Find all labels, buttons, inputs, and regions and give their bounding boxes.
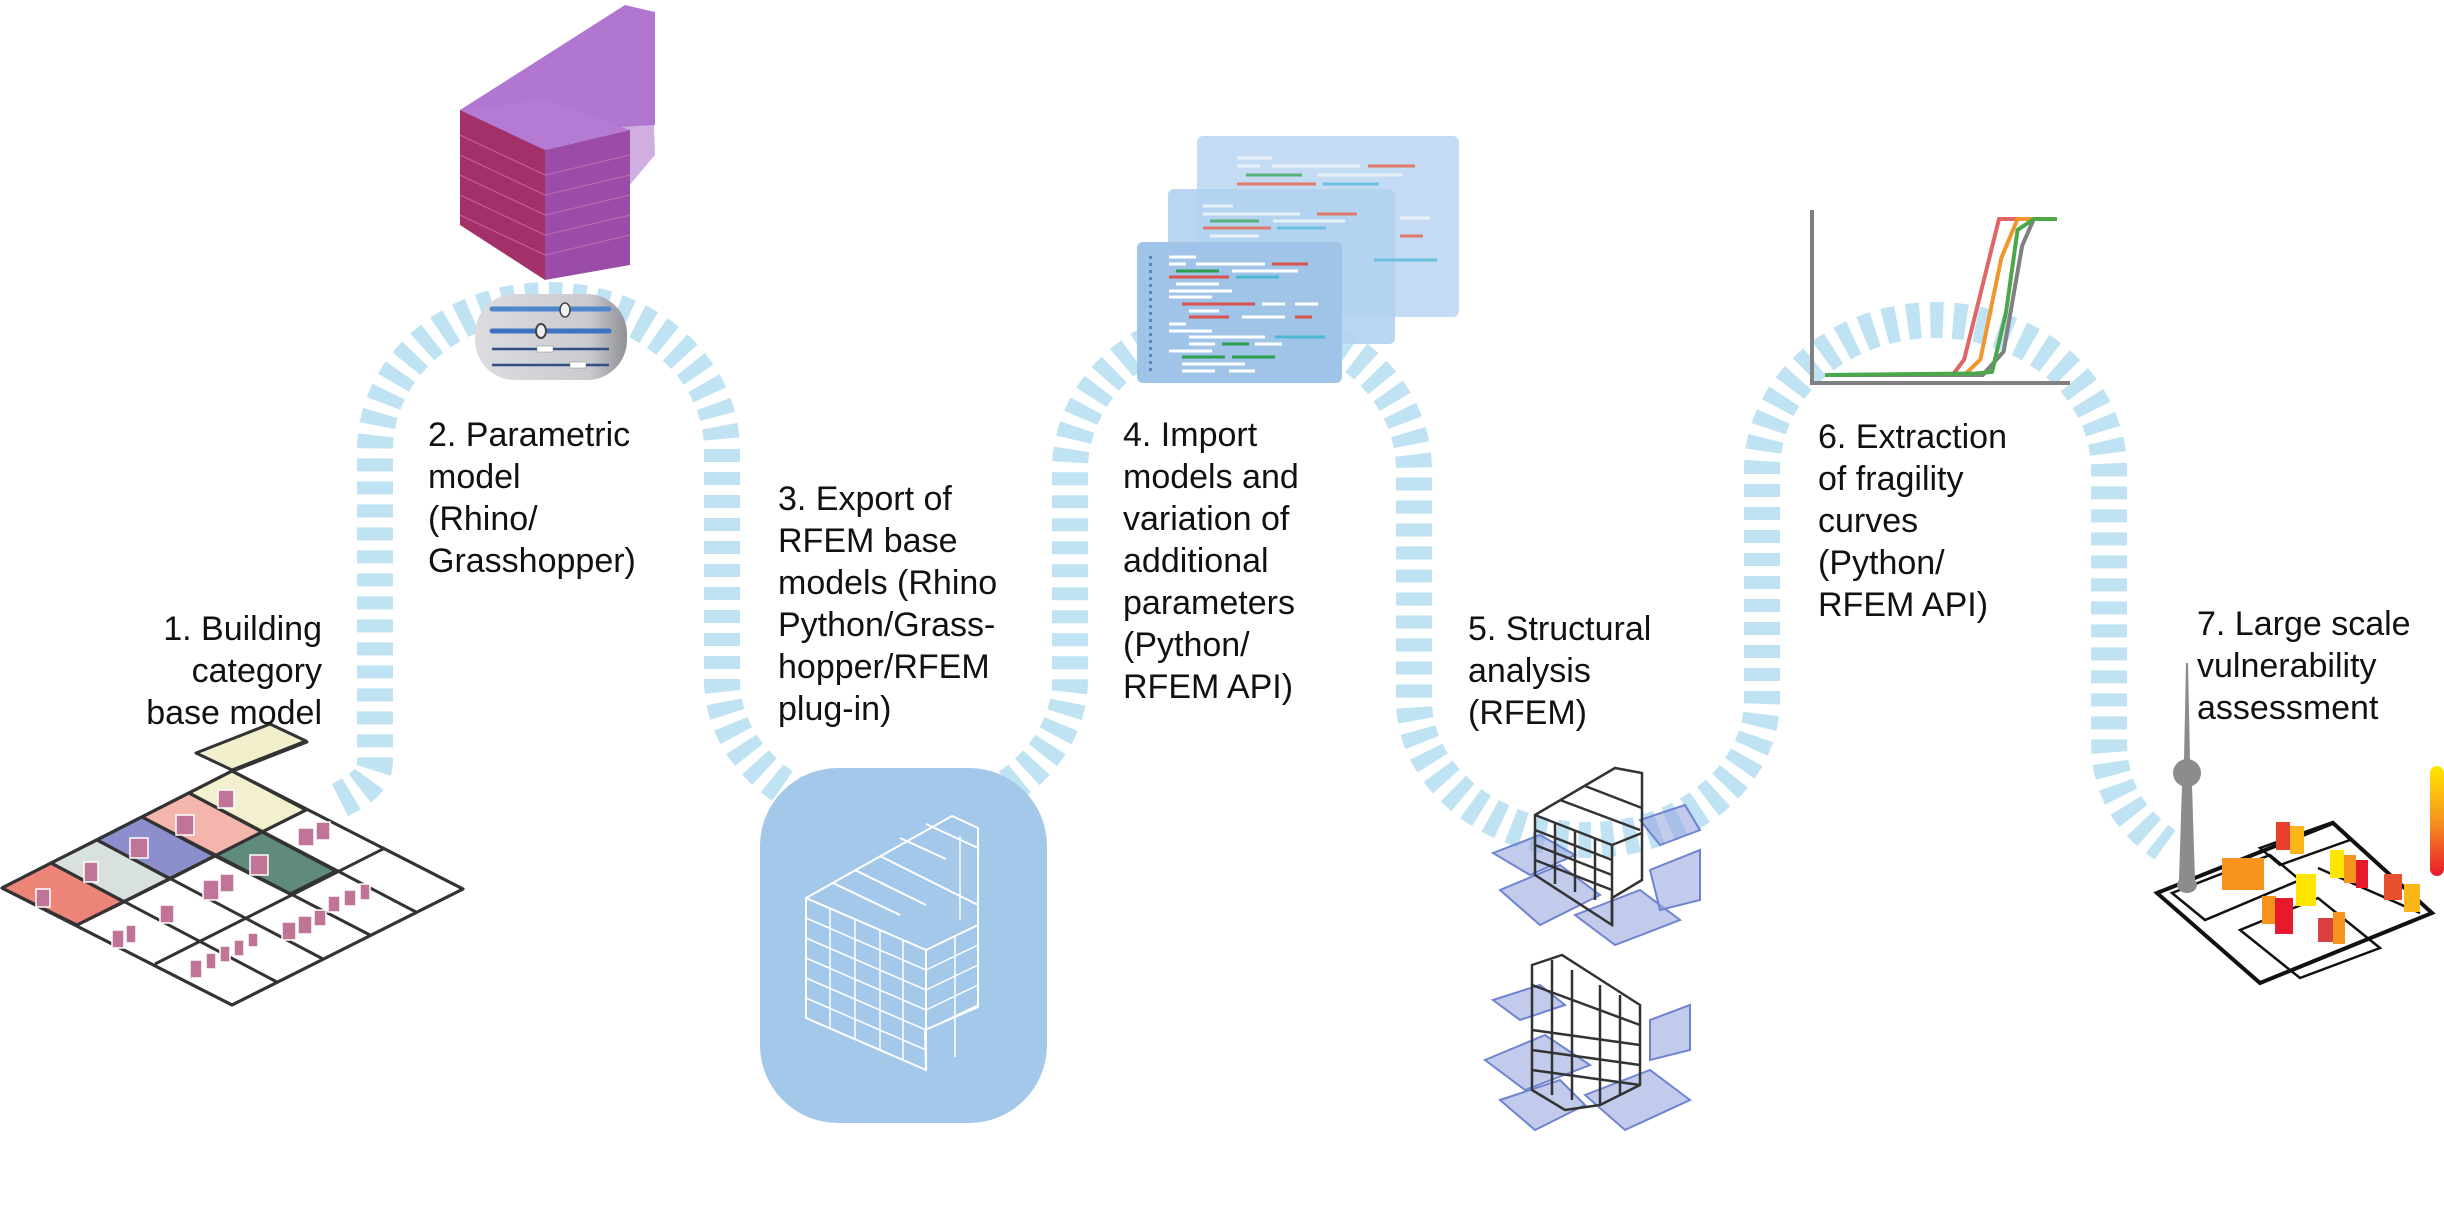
step-1-label: 1. Building category base model: [146, 610, 322, 732]
grid-line: [141, 815, 371, 937]
structural-model-top: [1490, 766, 1702, 947]
code-lines-front: [1169, 255, 1325, 373]
step-5-label: 5. Structural analysis (RFEM): [1468, 610, 1652, 732]
parametric-building-icon: [459, 5, 655, 280]
fragility-curves: [1824, 217, 2057, 377]
building-top-front: [460, 100, 630, 150]
step-6-label: 6. Extraction of fragility curves (Pytho…: [1818, 418, 2007, 624]
structural-model-bottom: [1483, 953, 1692, 1132]
sliders-panel-icon: [475, 294, 627, 380]
grid-line: [76, 808, 307, 927]
grid-line: [154, 847, 384, 966]
fragility-curves-icon: [1810, 210, 2070, 385]
vulnerability-buildings: [2222, 822, 2420, 944]
code-lines-middle: [1203, 204, 1437, 262]
small-buildings: [35, 789, 371, 979]
city-vulnerability-map-icon: [2153, 663, 2444, 986]
wireframe-building-icon: [805, 814, 979, 1072]
connector-path: [331, 282, 2176, 860]
code-lines-back: [1237, 156, 1415, 186]
fragility-curve-green: [1824, 217, 2057, 377]
code-line-gutter: [1149, 256, 1152, 371]
tv-tower-icon: [2173, 663, 2201, 893]
code-windows-icon: [1137, 136, 1459, 383]
grid-line: [188, 791, 417, 914]
step-3-label: 3. Export of RFEM base models (Rhino Pyt…: [778, 480, 998, 728]
step-4-label: 4. Import models and variation of additi…: [1123, 416, 1299, 706]
step-2-label: 2. Parametric model (Rhino/ Grasshopper): [428, 416, 636, 580]
step-7-label: 7. Large scale vulnerability assessment: [2197, 605, 2411, 727]
vulnerability-colorbar: [2430, 766, 2444, 876]
map-base: [2153, 820, 2436, 986]
